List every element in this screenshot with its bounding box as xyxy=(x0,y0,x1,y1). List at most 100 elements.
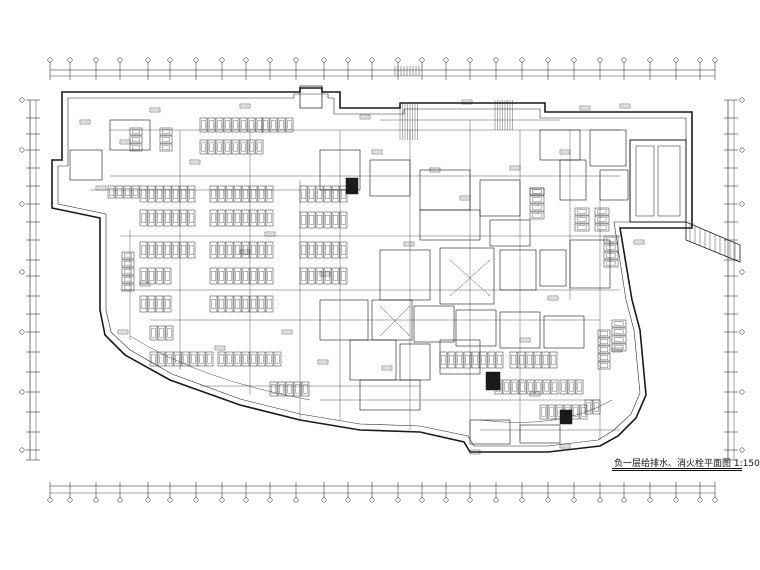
car-glyph xyxy=(219,189,224,199)
car-glyph xyxy=(267,271,272,281)
car-glyph xyxy=(317,189,322,199)
bottom-axis-bubble xyxy=(597,497,603,503)
parking-stall xyxy=(155,185,164,203)
car-glyph xyxy=(528,382,533,392)
stair-block xyxy=(345,177,359,195)
parking-stall xyxy=(265,185,274,203)
parking-stall xyxy=(209,185,218,203)
car-glyph xyxy=(235,245,240,255)
parking-stall xyxy=(597,361,611,370)
parking-stall xyxy=(307,211,316,229)
building-inner-wall xyxy=(57,93,687,447)
parking-stall xyxy=(155,267,164,285)
car-glyph xyxy=(149,189,154,199)
car-glyph xyxy=(569,382,574,392)
car-glyph xyxy=(287,120,292,130)
parking-stall xyxy=(165,325,174,341)
parking-stall xyxy=(323,185,332,203)
car-glyph xyxy=(251,271,256,281)
parking-stall xyxy=(163,295,172,313)
car-glyph xyxy=(449,355,454,365)
tag-box xyxy=(559,149,571,155)
car-glyph xyxy=(149,299,154,309)
parking-stall xyxy=(307,185,316,203)
parking-stall xyxy=(455,351,464,369)
car-glyph xyxy=(597,217,607,222)
parking-stall xyxy=(285,117,294,133)
parking-stall xyxy=(121,267,135,276)
parking-stall xyxy=(147,185,156,203)
top-axis-bubble xyxy=(243,57,249,63)
car-glyph xyxy=(309,245,314,255)
parking-stall xyxy=(315,211,324,229)
parking-stall xyxy=(277,117,286,133)
car-glyph xyxy=(341,245,346,255)
car-glyph xyxy=(259,213,264,223)
car-glyph xyxy=(259,299,264,309)
car-glyph xyxy=(597,209,607,214)
parking-stall xyxy=(121,259,135,268)
title-underline-thin xyxy=(612,470,742,471)
parking-stall xyxy=(249,209,258,227)
parking-stall xyxy=(179,185,188,203)
parking-stall xyxy=(487,351,496,369)
parking-stall xyxy=(315,241,324,259)
room xyxy=(589,129,627,167)
car-glyph xyxy=(167,328,172,338)
car-glyph xyxy=(301,189,306,199)
tag-box xyxy=(317,359,329,365)
parking-stall xyxy=(331,241,340,259)
parking-stall xyxy=(331,211,340,229)
parking-stall xyxy=(241,351,250,367)
parking-stall xyxy=(502,379,511,395)
car-glyph xyxy=(577,217,587,222)
parking-stall xyxy=(121,251,135,260)
parking-stall xyxy=(257,209,266,227)
parking-stall xyxy=(510,379,519,395)
room xyxy=(109,119,151,151)
tag-box xyxy=(359,114,371,120)
car-glyph xyxy=(124,253,132,258)
parking-stall xyxy=(129,135,143,144)
car-glyph xyxy=(191,354,196,364)
parking-stall xyxy=(217,209,226,227)
parking-stall xyxy=(299,211,308,229)
car-glyph xyxy=(211,189,216,199)
car-glyph xyxy=(132,137,140,142)
car-glyph xyxy=(309,189,314,199)
parking-stall xyxy=(611,343,627,352)
car-glyph xyxy=(317,215,322,225)
top-axis-bubble xyxy=(712,57,718,63)
parking-stall xyxy=(209,241,218,259)
parking-stall xyxy=(121,283,135,292)
right-axis-bubble xyxy=(739,147,745,153)
parking-stall xyxy=(121,275,135,284)
parking-stall xyxy=(249,241,258,259)
top-axis-bubble xyxy=(67,57,73,63)
car-glyph xyxy=(189,189,194,199)
car-glyph xyxy=(133,188,138,196)
top-axis-bubble xyxy=(193,57,199,63)
parking-stall xyxy=(163,267,172,285)
car-glyph xyxy=(227,245,232,255)
parking-stall xyxy=(163,209,172,227)
car-glyph xyxy=(217,120,222,130)
car-glyph xyxy=(141,271,146,281)
car-glyph xyxy=(124,277,132,282)
car-glyph xyxy=(219,213,224,223)
car-glyph xyxy=(267,245,272,255)
parking-stall xyxy=(233,295,242,313)
top-axis-bubble xyxy=(345,57,351,63)
top-axis-bubble xyxy=(647,57,653,63)
car-glyph xyxy=(162,145,170,150)
top-axis-bubble xyxy=(167,57,173,63)
parking-stall xyxy=(209,267,218,285)
car-glyph xyxy=(341,271,346,281)
tag-box xyxy=(281,329,293,335)
car-glyph xyxy=(151,328,156,338)
parking-stall xyxy=(611,319,627,328)
room xyxy=(539,249,567,287)
parking-stall xyxy=(217,185,226,203)
parking-stall xyxy=(307,267,316,285)
bottom-axis-bubble xyxy=(321,497,327,503)
